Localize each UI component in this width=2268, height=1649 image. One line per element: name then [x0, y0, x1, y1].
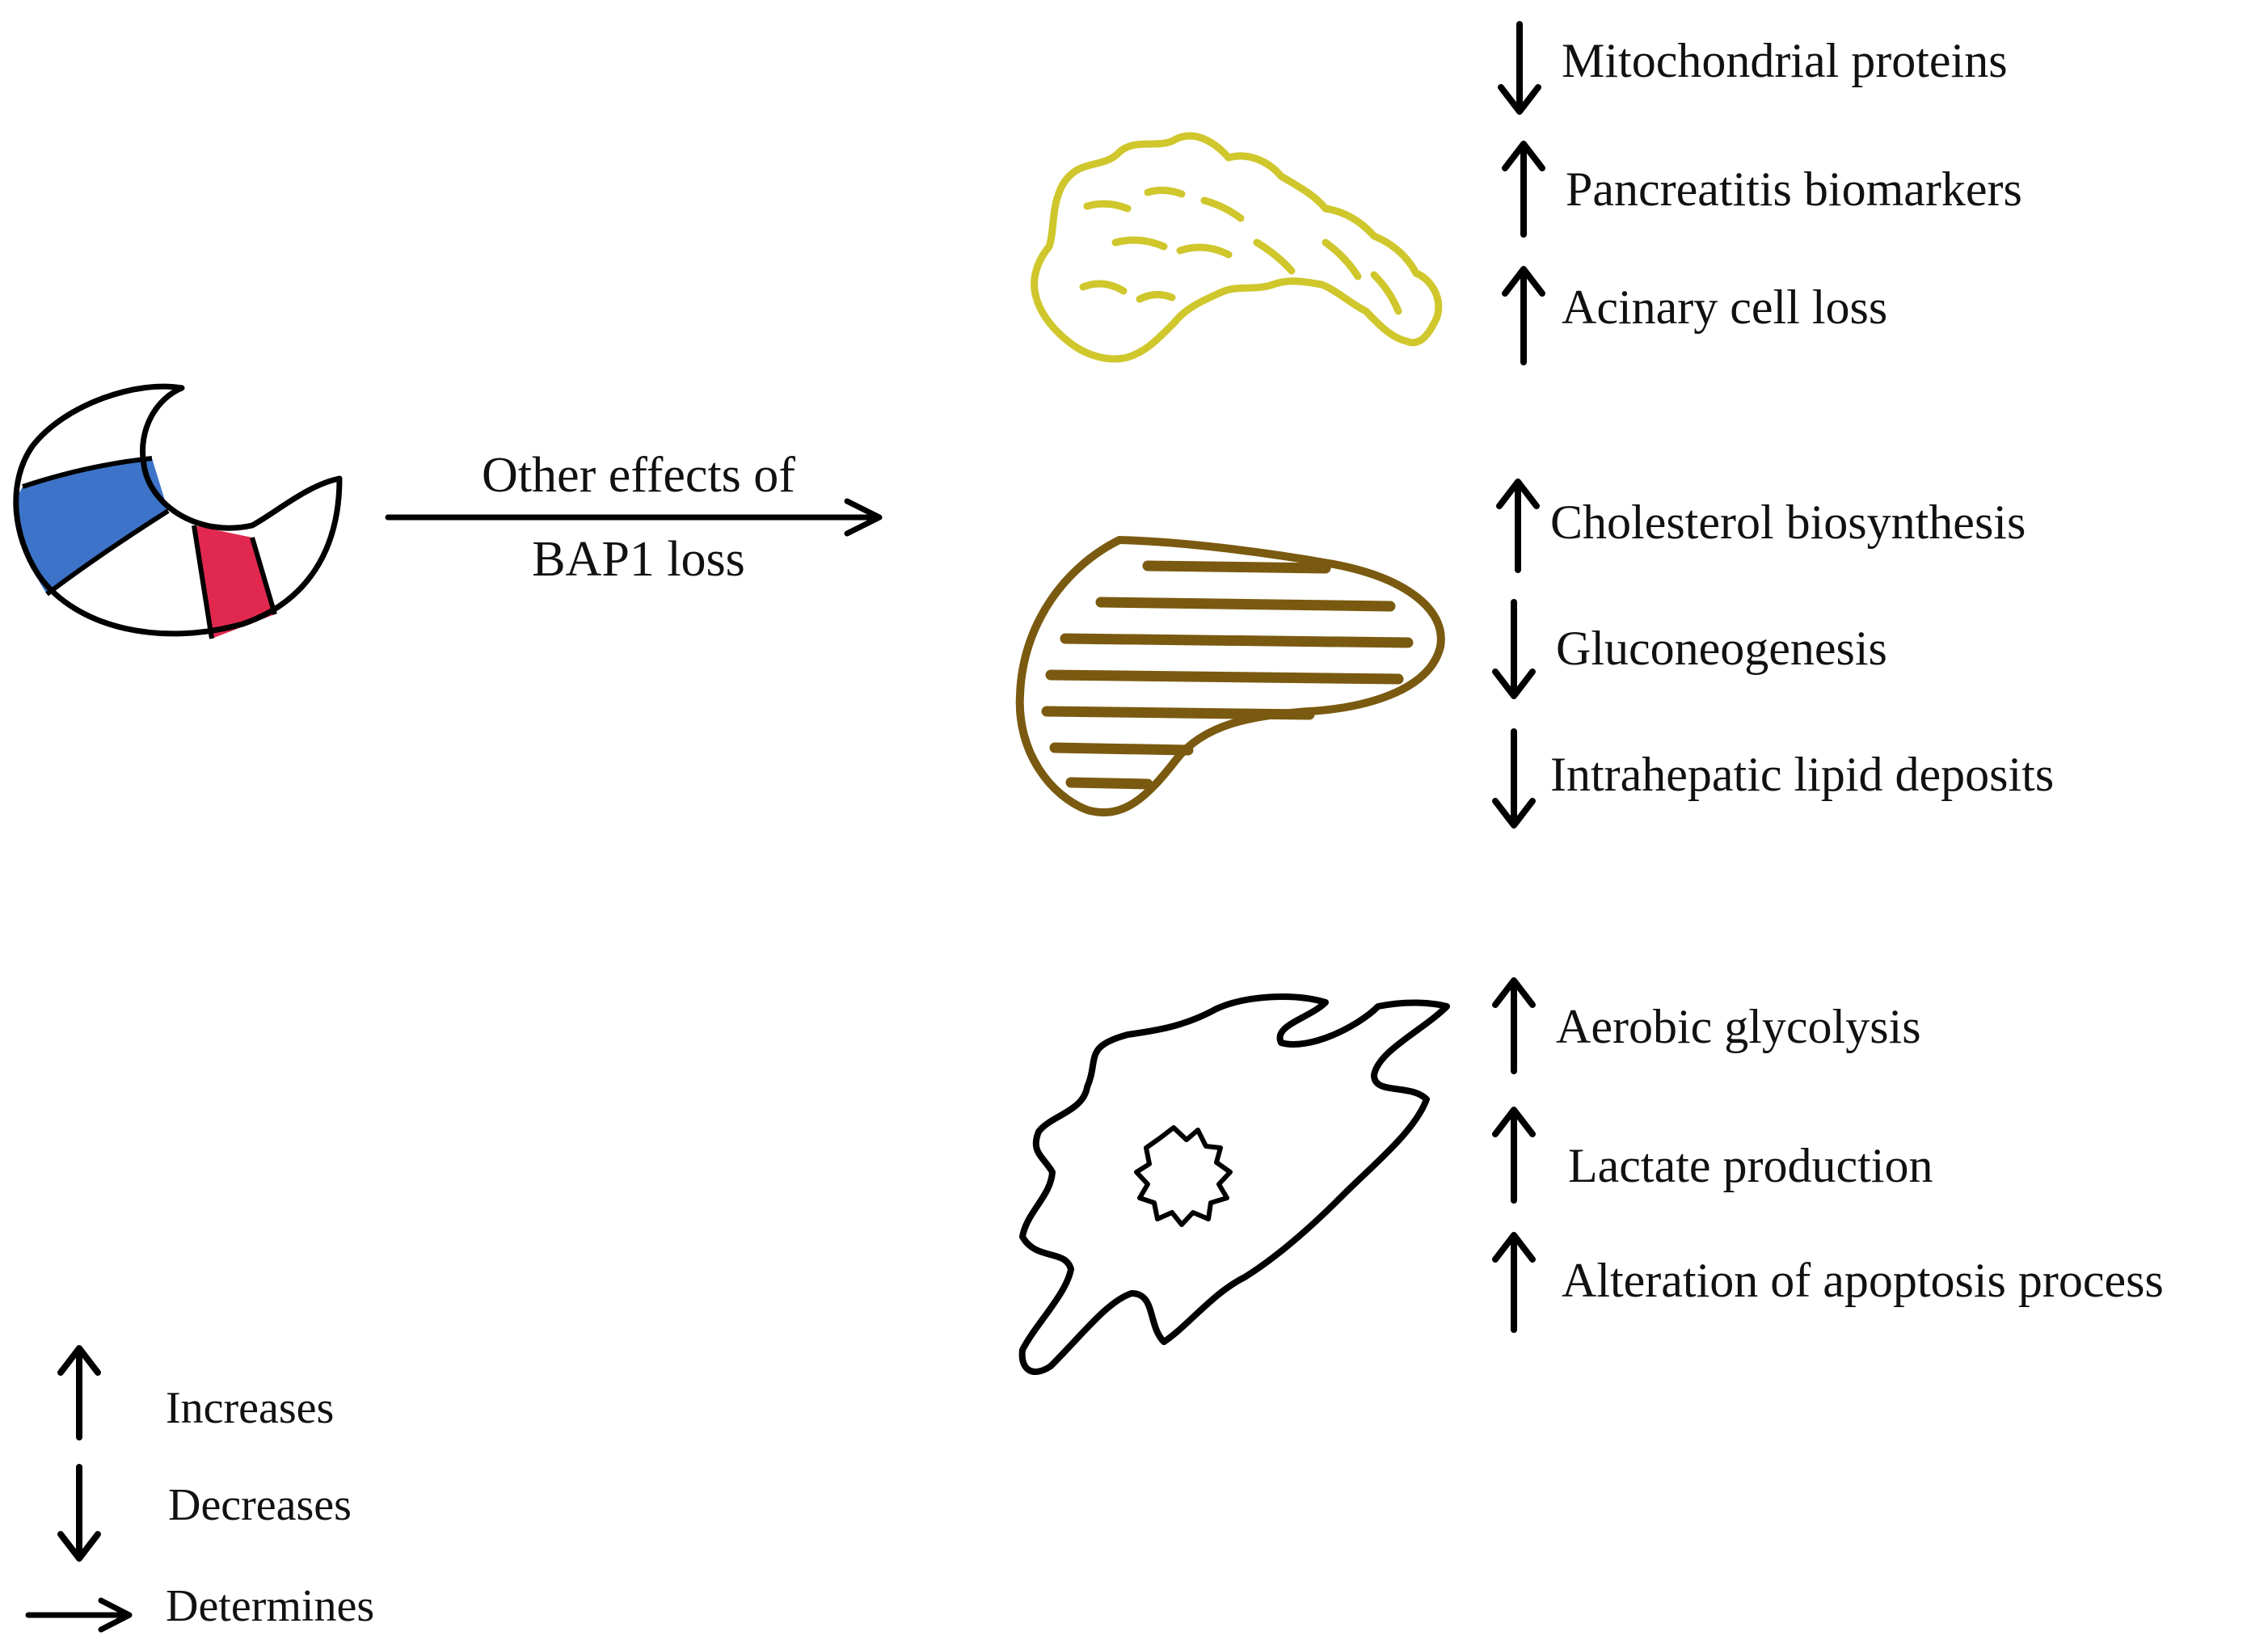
protein-red-band [194, 525, 275, 639]
legend: Increases Decreases Determines [25, 1345, 374, 1633]
arrow-down-icon [1498, 21, 1541, 115]
legend-decreases-label: Decreases [168, 1480, 352, 1530]
arrow-down-icon [1492, 599, 1536, 699]
arrow-up-icon [1492, 1107, 1536, 1204]
legend-determines-label: Determines [166, 1581, 374, 1631]
legend-increases-label: Increases [166, 1383, 334, 1433]
effect-group-pancreas: Mitochondrial proteins Pancreatitis biom… [1498, 21, 2022, 365]
effect-label: Pancreatitis biomarkers [1566, 162, 2022, 216]
legend-decreases-icon [57, 1464, 101, 1562]
effect-label: Gluconeogenesis [1556, 622, 1887, 675]
arrow-up-icon [1502, 266, 1545, 365]
arrow-up-icon [1496, 479, 1540, 573]
legend-increases-icon [57, 1345, 101, 1440]
effect-label: Aerobic glycolysis [1556, 1000, 1921, 1053]
pancreas-icon [1031, 132, 1443, 363]
legend-determines-icon [25, 1597, 133, 1633]
bap1-protein-icon [13, 383, 343, 639]
cell-icon [1018, 993, 1450, 1376]
liver-icon [1015, 536, 1445, 817]
arrow-down-icon [1492, 728, 1536, 829]
effect-label: Acinary cell loss [1562, 280, 1887, 334]
effect-label: Lactate production [1568, 1139, 1933, 1192]
protein-outline [13, 383, 343, 637]
effect-label: Mitochondrial proteins [1562, 34, 2008, 87]
protein-blue-band [15, 458, 168, 594]
arrow-up-icon [1492, 977, 1536, 1074]
effect-label: Intrahepatic lipid deposits [1550, 748, 2054, 801]
central-label-line1: Other effects of [482, 448, 795, 503]
effects-list: Mitochondrial proteins Pancreatitis biom… [1492, 21, 2164, 1333]
arrow-up-icon [1502, 141, 1545, 238]
effect-group-cell: Aerobic glycolysis Lactate production Al… [1492, 977, 2164, 1333]
central-determines-arrow [385, 498, 883, 537]
central-label-line2: BAP1 loss [532, 532, 745, 587]
effect-group-liver: Cholesterol biosynthesis Gluconeogenesis… [1492, 479, 2054, 829]
arrow-up-icon [1492, 1232, 1536, 1333]
effect-label: Cholesterol biosynthesis [1550, 496, 2026, 549]
effect-label: Alteration of apoptosis process [1562, 1254, 2164, 1307]
